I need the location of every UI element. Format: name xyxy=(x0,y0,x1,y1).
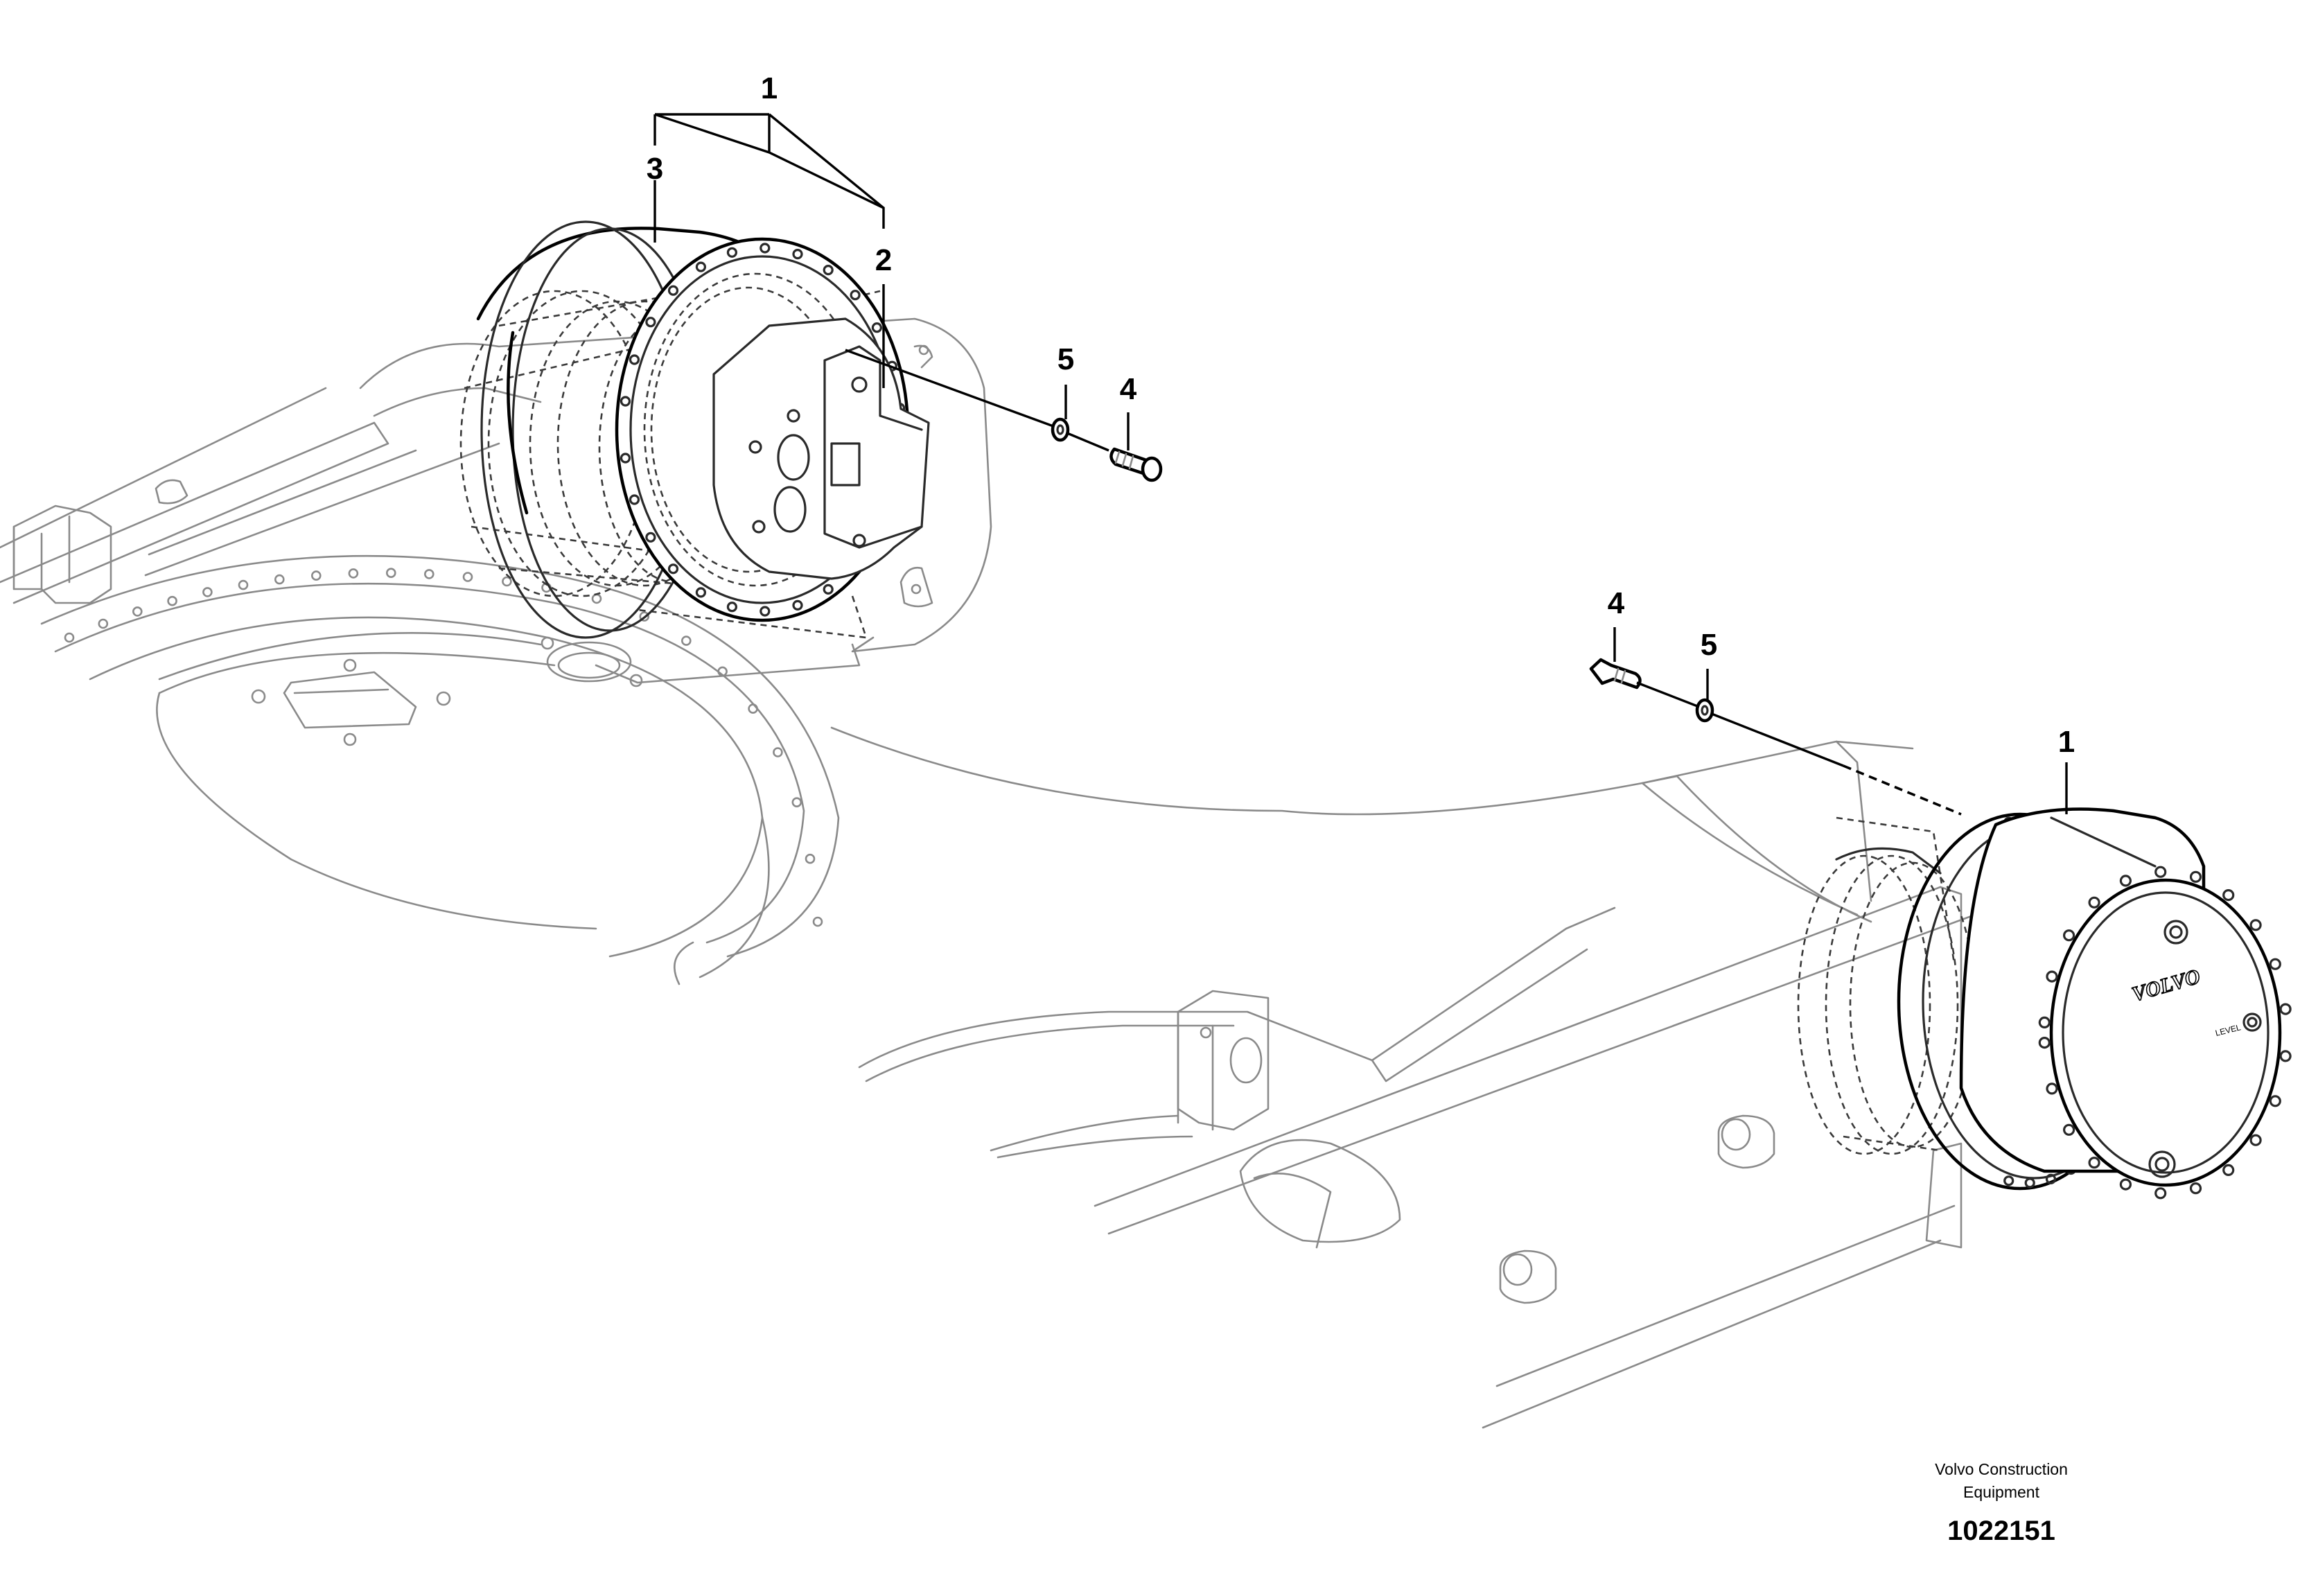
ring-bolt-hole xyxy=(98,618,109,629)
flange-bolt-hole xyxy=(823,265,834,276)
callout-3: 3 xyxy=(647,152,663,186)
cover-bolt xyxy=(2279,1050,2292,1062)
ring-bolt-hole xyxy=(681,635,692,646)
flange-bolt-hole xyxy=(792,249,803,260)
flange-bolt-hole xyxy=(620,453,631,464)
cover-bolt xyxy=(2154,866,2167,878)
ring-bolt-hole xyxy=(348,568,359,579)
flange-bolt-hole xyxy=(695,587,707,598)
cover-bolt xyxy=(2189,1182,2202,1195)
flange-bolt-hole xyxy=(629,354,640,365)
carriage-center-plate xyxy=(156,632,643,930)
flange-bolt-hole xyxy=(667,563,679,575)
ring-bolt-hole xyxy=(639,611,650,622)
ring-bolt-hole xyxy=(132,606,143,617)
credit-block: Volvo Construction Equipment 1022151 xyxy=(1935,1460,2068,1546)
flange-bolt-hole xyxy=(695,261,707,272)
cover-bolt xyxy=(2088,1157,2100,1169)
cover-bolt xyxy=(2046,1082,2058,1095)
credit-line-1: Volvo Construction xyxy=(1935,1460,2068,1478)
cover-bolt xyxy=(2189,870,2202,883)
ring-bolt-hole xyxy=(238,579,249,590)
ring-bolt-hole xyxy=(502,576,512,587)
flange-bolt-hole xyxy=(850,290,861,301)
right-travel-motor-assembly: VOLVO LEVEL xyxy=(1797,807,2292,1200)
cover-bolt xyxy=(2222,888,2235,902)
left-track-frame xyxy=(0,317,992,684)
ring-bolt-hole xyxy=(385,568,396,579)
ring-bolt-hole xyxy=(748,703,758,714)
cover-bolt xyxy=(2119,875,2132,887)
flange-bolt-hole xyxy=(823,584,834,595)
ring-bolt-hole xyxy=(202,587,213,597)
ring-bolt-hole xyxy=(773,747,783,757)
flange-bolt-hole xyxy=(620,396,631,407)
flange-bolt-hole xyxy=(645,317,656,328)
credit-line-2: Equipment xyxy=(1963,1483,2040,1501)
ring-bolt-hole xyxy=(274,574,285,585)
flange-bolt-hole xyxy=(2024,1177,2035,1189)
cover-bolt xyxy=(2249,1134,2262,1146)
ring-bolt-hole xyxy=(812,916,823,927)
ring-bolt-hole xyxy=(423,569,434,579)
cover-bolt xyxy=(2269,958,2281,970)
ring-bolt-hole xyxy=(64,632,75,643)
ring-bolt-hole xyxy=(167,595,177,606)
flange-bolt-hole xyxy=(726,602,738,613)
right-cover-plate-bolts xyxy=(2038,866,2292,1200)
cover-bolt xyxy=(2119,1178,2132,1191)
ring-bolt-hole xyxy=(591,593,602,604)
cover-bolt xyxy=(2269,1095,2281,1107)
cover-bolt xyxy=(2046,970,2058,983)
leader-lines xyxy=(653,113,2068,816)
callout-2: 2 xyxy=(875,243,892,277)
cover-bolt xyxy=(2279,1003,2292,1015)
ring-bolt-hole xyxy=(791,797,802,807)
callout-5-left: 5 xyxy=(1057,342,1074,376)
document-number: 1022151 xyxy=(1947,1516,2055,1546)
cover-bolt xyxy=(2038,1036,2051,1049)
right-washer-and-bolt xyxy=(1589,658,1714,723)
flange-bolt-hole xyxy=(871,322,883,333)
callout-5-right: 5 xyxy=(1701,628,1717,662)
flange-bolt-hole xyxy=(667,285,679,296)
left-washer-and-bolt xyxy=(1051,417,1163,482)
ring-bolt-hole xyxy=(310,570,322,581)
flange-bolt-hole xyxy=(792,599,803,611)
callout-1-right: 1 xyxy=(2058,725,2075,759)
flange-bolt-hole xyxy=(2045,1173,2057,1185)
cover-bolt xyxy=(2063,929,2075,942)
cover-bolt xyxy=(2222,1164,2235,1177)
left-travel-motor-assembly xyxy=(459,220,933,639)
ring-bolt-hole xyxy=(462,572,473,582)
cover-bolt xyxy=(2088,896,2100,909)
cover-bolt xyxy=(2038,1016,2051,1029)
ring-bolt-hole xyxy=(717,666,728,677)
flange-bolt-hole xyxy=(760,243,771,254)
right-track-frame xyxy=(830,726,1976,1429)
cover-bolt xyxy=(2154,1187,2167,1200)
slew-ring-bolt-holes xyxy=(64,568,823,927)
cover-bolt xyxy=(2063,1123,2075,1136)
callout-4-right: 4 xyxy=(1608,586,1625,620)
flange-bolt-hole xyxy=(629,494,640,505)
callout-4-left: 4 xyxy=(1120,372,1137,406)
callout-labels: 1 3 2 5 4 4 5 1 xyxy=(647,71,2075,759)
flange-bolt-hole xyxy=(726,247,738,258)
flange-bolt-hole xyxy=(645,532,656,543)
ring-bolt-hole xyxy=(805,853,816,864)
flange-bolt-hole xyxy=(2003,1175,2014,1186)
callout-1-top: 1 xyxy=(761,71,778,105)
cover-bolt xyxy=(2249,919,2262,931)
flange-bolt-hole xyxy=(760,606,771,617)
slew-ring xyxy=(40,554,840,985)
